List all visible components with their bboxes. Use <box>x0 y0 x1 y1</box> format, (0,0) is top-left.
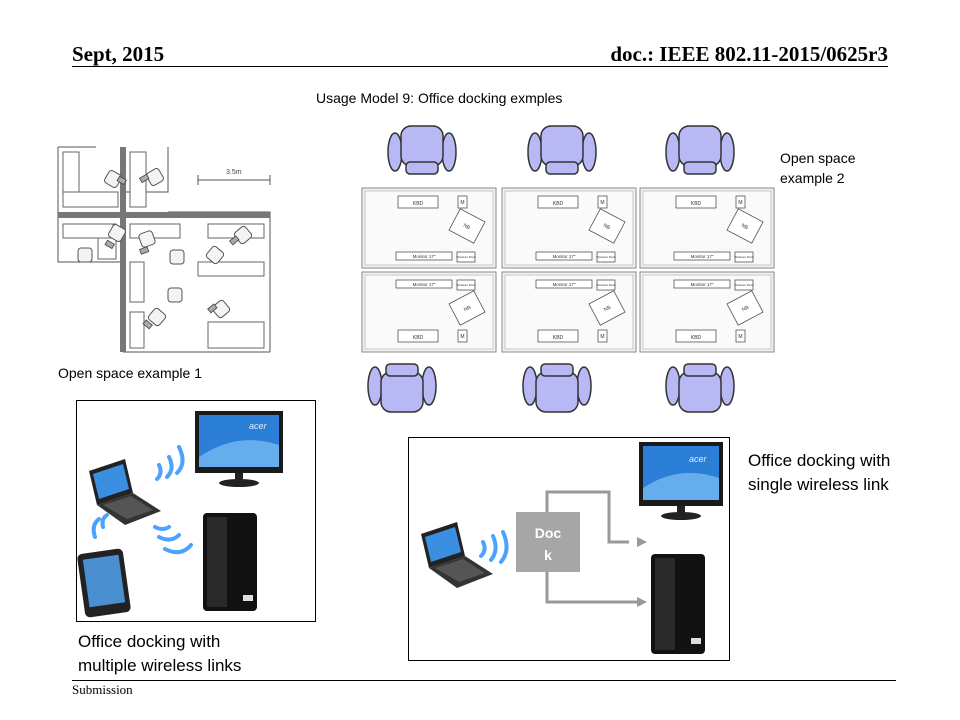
chair-icon <box>387 125 457 175</box>
nb-label: NB <box>602 223 612 232</box>
monitor-label: Monitor 17" <box>691 282 714 287</box>
monitor-brand-text-2: acer <box>689 454 708 464</box>
desk: KBD M Monitor 17" Wireless Dock NB <box>501 187 637 269</box>
header-rule <box>72 66 888 67</box>
m-label: M <box>738 334 742 340</box>
nb-label: NB <box>603 304 613 313</box>
chair-icon <box>522 363 592 413</box>
dock-label-line1: Doc <box>535 525 562 541</box>
nb-label: NB <box>741 304 751 313</box>
header-doc-id: doc.: IEEE 802.11-2015/0625r3 <box>610 42 888 66</box>
dock-label: Wireless Dock <box>596 283 616 287</box>
laptop-icon <box>89 459 161 525</box>
wireless-waves-icon-4 <box>479 530 509 564</box>
multi-link-caption-line1: Office docking with <box>78 632 221 651</box>
single-link-illustration: Doc k acer <box>421 442 723 654</box>
monitor-label: Monitor 17" <box>553 254 576 259</box>
kbd-label: KBD <box>413 335 424 341</box>
footer-rule <box>72 680 896 681</box>
monitor-label: Monitor 17" <box>413 282 436 287</box>
dock-connection-lines <box>545 490 639 604</box>
chair-icon <box>665 363 735 413</box>
monitor-label: Monitor 17" <box>691 254 714 259</box>
monitor-label: Monitor 17" <box>553 282 576 287</box>
m-label: M <box>460 334 464 340</box>
desk: KBD M Monitor 17" Wireless Dock NB <box>361 187 497 269</box>
header-date: Sept, 2015 <box>72 42 165 66</box>
open-space-1-label: Open space example 1 <box>58 365 202 381</box>
multi-link-illustration: acer <box>77 411 283 618</box>
monitor-icon-2: acer <box>639 442 723 520</box>
monitor-label: Monitor 17" <box>413 254 436 259</box>
kbd-label: KBD <box>553 201 564 207</box>
kbd-label: KBD <box>691 201 702 207</box>
notebook-icon: NB <box>726 290 764 326</box>
smartphone-icon <box>77 548 131 618</box>
m-label: M <box>460 200 464 206</box>
dock-label: Wireless Dock <box>456 255 476 259</box>
dock-box <box>516 512 580 572</box>
nb-label: NB <box>462 223 472 232</box>
dock-label: Wireless Dock <box>596 255 616 259</box>
desk: KBD M Monitor 17" Wireless Dock NB <box>639 187 775 269</box>
open-space-2-label-line1: Open space <box>780 150 856 166</box>
nb-label: NB <box>740 223 750 232</box>
laptop-icon-2 <box>421 522 493 588</box>
dock-label-line2: k <box>544 547 552 563</box>
nb-label: NB <box>463 304 473 313</box>
m-label: M <box>738 200 742 206</box>
kbd-label: KBD <box>553 335 564 341</box>
monitor-brand-text: acer <box>249 421 268 431</box>
m-label: M <box>600 200 604 206</box>
notebook-icon: NB <box>726 208 764 244</box>
chair-icon <box>367 363 437 413</box>
chair-icon <box>527 125 597 175</box>
page-title: Usage Model 9: Office docking exmples <box>316 90 563 106</box>
multi-link-frame: acer <box>76 400 316 622</box>
wireless-waves-icon <box>155 445 185 481</box>
desktop-tower-icon <box>203 513 257 611</box>
kbd-label: KBD <box>691 335 702 341</box>
notebook-icon: NB <box>448 208 486 244</box>
chair-icon <box>665 125 735 175</box>
multi-link-caption-line2: multiple wireless links <box>78 656 242 675</box>
dock-label: Wireless Dock <box>456 283 476 287</box>
notebook-icon: NB <box>448 290 486 326</box>
dock-label: Wireless Dock <box>734 255 754 259</box>
dimension-label: 3.5m <box>226 169 242 176</box>
open-space-1-floorplan: 3.5m <box>57 146 271 353</box>
m-label: M <box>600 334 604 340</box>
monitor-icon: acer <box>195 411 283 487</box>
open-space-2-label-line2: example 2 <box>780 170 845 186</box>
dock-label: Wireless Dock <box>734 283 754 287</box>
desktop-tower-icon-2 <box>651 554 705 654</box>
footer-submission: Submission <box>72 682 133 697</box>
wireless-waves-icon-2 <box>153 525 193 555</box>
kbd-label: KBD <box>413 201 424 207</box>
notebook-icon: NB <box>588 208 626 244</box>
notebook-icon: NB <box>588 290 626 326</box>
single-link-frame: Doc k acer <box>408 437 730 661</box>
single-link-caption-line1: Office docking with <box>748 451 891 470</box>
wireless-waves-icon-3 <box>91 513 109 539</box>
single-link-caption-line2: single wireless link <box>748 475 889 494</box>
